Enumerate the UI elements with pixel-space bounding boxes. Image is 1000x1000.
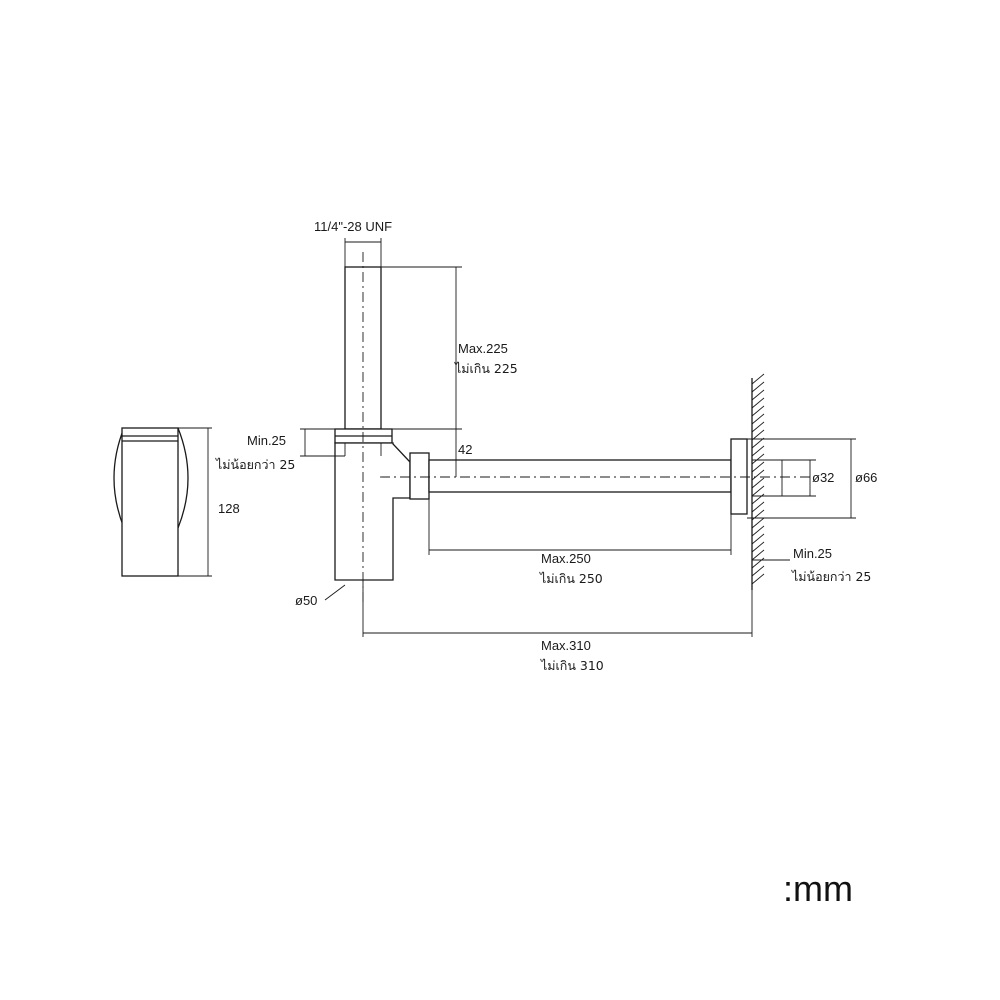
outlet-pipe	[428, 459, 732, 493]
hatch-line	[751, 477, 765, 489]
hatch-line	[751, 541, 765, 553]
hatch-line	[751, 389, 765, 401]
hatch-line	[751, 373, 765, 385]
hatch-line	[751, 461, 765, 473]
dimensions	[300, 238, 856, 637]
hatch-line	[751, 493, 765, 505]
side-view-right-bulge	[177, 427, 189, 529]
max310-thai-label: ไม่เกิน 310	[540, 658, 604, 673]
dim-128-label: 128	[218, 501, 240, 516]
max250-thai-label: ไม่เกิน 250	[539, 571, 603, 586]
dim-42-label: 42	[458, 442, 472, 457]
trap-body	[334, 442, 411, 581]
wall-hatching	[751, 373, 765, 585]
hatch-line	[751, 533, 765, 545]
thread-spec-label: 11/4"-28 UNF	[314, 219, 392, 234]
hatch-line	[751, 525, 765, 537]
hatch-line	[751, 501, 765, 513]
hatch-line	[751, 517, 765, 529]
min25-right-thai-label: ไม่น้อยกว่า 25	[791, 569, 871, 584]
max225-label: Max.225	[458, 341, 508, 356]
hatch-line	[751, 509, 765, 521]
hatch-line	[751, 565, 765, 577]
hatch-line	[751, 437, 765, 449]
hatch-line	[751, 557, 765, 569]
dim-32-label: ø32	[812, 470, 834, 485]
hatch-line	[751, 397, 765, 409]
max225-thai-label: ไม่เกิน 225	[454, 361, 518, 376]
wall-flange	[730, 438, 748, 515]
max310-label: Max.310	[541, 638, 591, 653]
side-view-body	[121, 427, 179, 577]
hatch-line	[751, 429, 765, 441]
front-view	[334, 252, 810, 605]
hatch-line	[751, 445, 765, 457]
min25-left-thai-label: ไม่น้อยกว่า 25	[215, 457, 295, 472]
side-view-left-bulge	[113, 427, 125, 529]
outlet-nut	[409, 452, 430, 500]
dim-50-label: ø50	[295, 593, 317, 608]
hatch-line	[751, 469, 765, 481]
hatch-line	[751, 549, 765, 561]
min25-left-label: Min.25	[247, 433, 286, 448]
dim-66-label: ø66	[855, 470, 877, 485]
min25-right-label: Min.25	[793, 546, 832, 561]
unit-label: :mm	[783, 868, 853, 909]
dim-50-leader	[324, 584, 346, 601]
hatch-line	[751, 421, 765, 433]
hatch-line	[751, 573, 765, 585]
hatch-line	[751, 485, 765, 497]
hatch-line	[751, 405, 765, 417]
hatch-line	[751, 453, 765, 465]
side-view	[113, 427, 212, 577]
hatch-line	[751, 381, 765, 393]
hatch-line	[751, 413, 765, 425]
max250-label: Max.250	[541, 551, 591, 566]
